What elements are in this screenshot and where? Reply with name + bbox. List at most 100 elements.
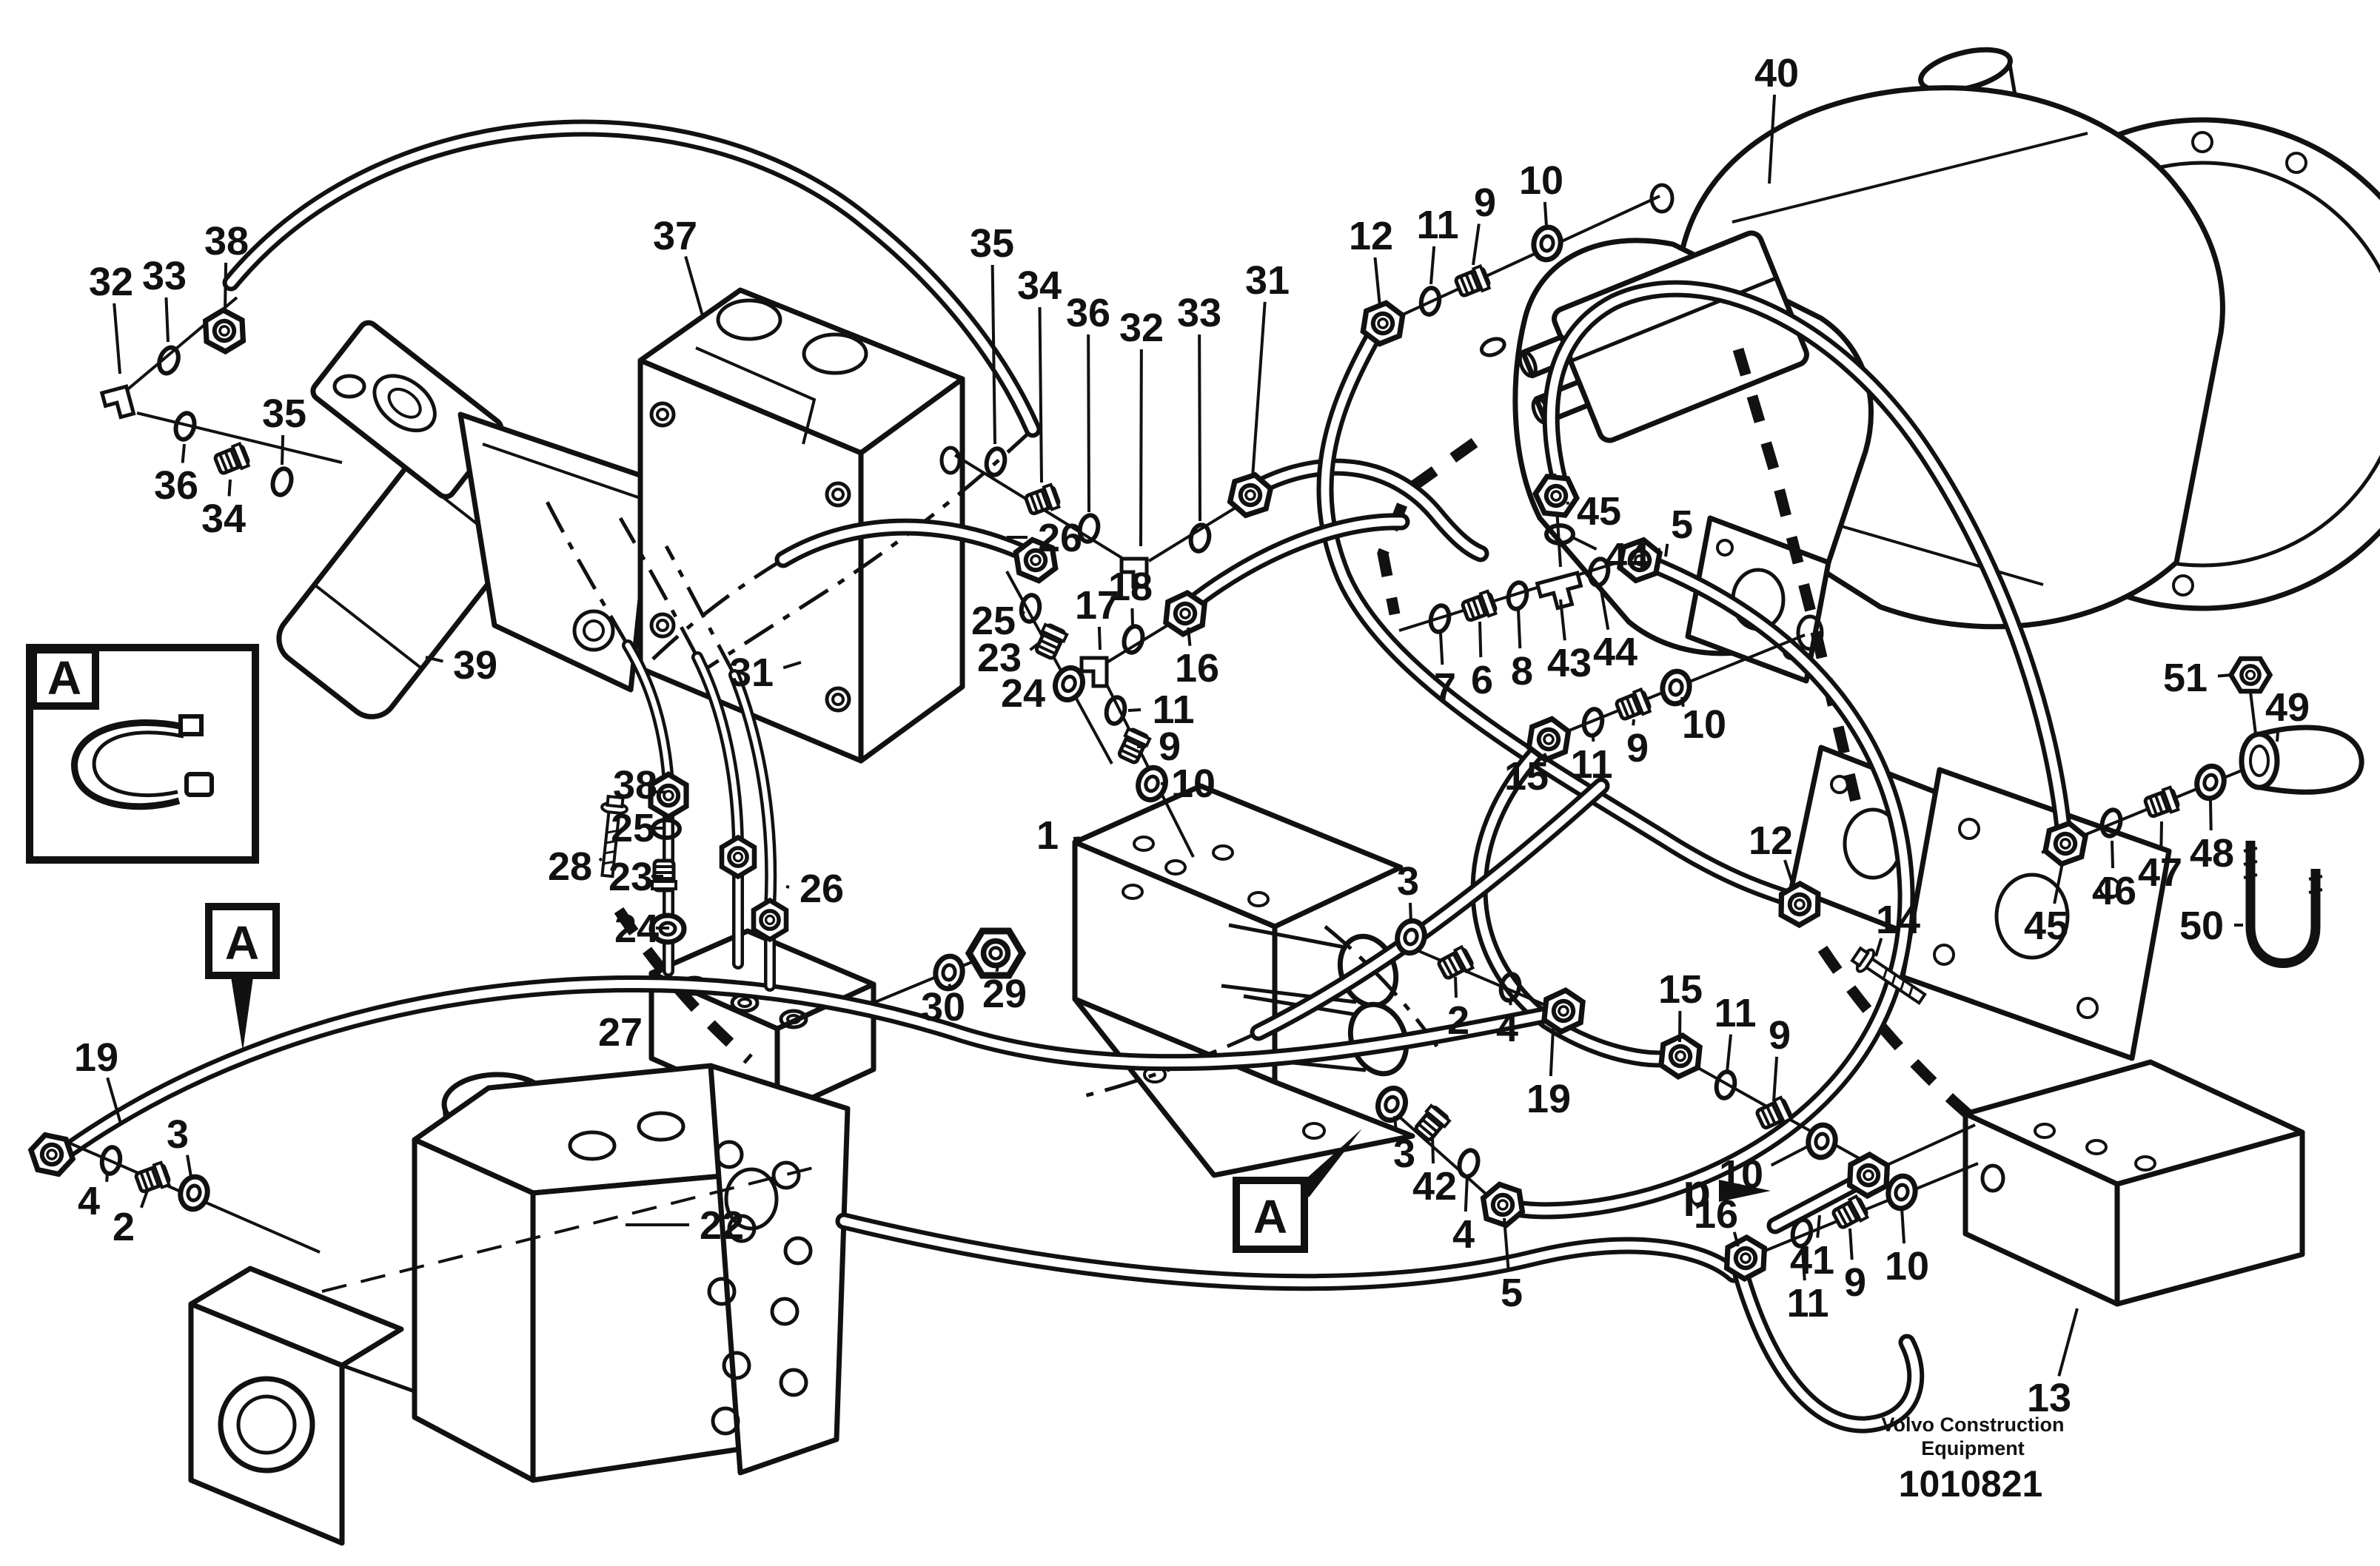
- callout-leader-11: [1726, 1034, 1732, 1072]
- callout-leader-44: [1572, 536, 1598, 551]
- callout-leader-1: [1073, 836, 1080, 840]
- part-callout-15: 15: [1504, 754, 1549, 799]
- callout-leader-16: [1732, 1231, 1740, 1247]
- part-callout-35: 35: [970, 221, 1014, 266]
- hose-nut-5b: [1475, 1177, 1531, 1232]
- part-callout-39: 39: [453, 643, 497, 688]
- callout-leader-3: [186, 1155, 192, 1177]
- part-callout-25: 25: [971, 599, 1016, 643]
- callout-leader-51: [2217, 673, 2232, 678]
- part-callout-14: 14: [1876, 898, 1920, 942]
- part-callout-37: 37: [653, 214, 697, 258]
- callout-leader-6: [1478, 621, 1483, 658]
- part-callout-36: 36: [1066, 291, 1110, 335]
- part-callout-16: 16: [1175, 646, 1219, 690]
- plug-29: [969, 931, 1022, 975]
- part-callout-11: 11: [1416, 203, 1458, 247]
- part-callout-2: 2: [113, 1205, 135, 1249]
- detail-marker-A2: A: [205, 903, 280, 1051]
- callout-leader-4: [1464, 1174, 1469, 1212]
- p-label: p: [1683, 1166, 1711, 1217]
- callout-leader-36: [181, 443, 186, 463]
- part-callout-28: 28: [548, 844, 592, 889]
- pump-solenoid-block: [1479, 230, 1809, 443]
- callout-leader-40: [1768, 94, 1777, 184]
- part-callout-41: 41: [1790, 1238, 1834, 1283]
- part-callout-15: 15: [1658, 967, 1703, 1012]
- callout-leader-43: [1559, 599, 1566, 641]
- part-callout-35: 35: [262, 392, 306, 436]
- oring-33: [156, 345, 182, 376]
- callout-leader-49: [2276, 727, 2280, 742]
- detail-marker-letter: A: [47, 651, 81, 705]
- callout-leader-10: [1770, 1144, 1810, 1167]
- callout-leader-15: [1543, 753, 1549, 759]
- part-callout-3: 3: [1393, 1132, 1415, 1176]
- callout-leader-9: [1848, 1228, 1854, 1260]
- nipple-34: [213, 443, 249, 477]
- part-callout-5: 5: [1501, 1271, 1523, 1315]
- part-callout-10: 10: [1682, 702, 1726, 747]
- callout-leader-10: [1543, 201, 1548, 227]
- callout-leader-12: [1783, 859, 1796, 890]
- nipple-9a: [1454, 266, 1490, 299]
- part-callout-10: 10: [1171, 762, 1216, 806]
- control-valve-22: [188, 1063, 851, 1546]
- port-hole: [939, 446, 962, 475]
- part-callout-11: 11: [1714, 991, 1756, 1035]
- detail-marker-letter: A: [225, 916, 259, 969]
- callout-leader-39: [425, 656, 443, 663]
- part-callout-16: 16: [1694, 1192, 1738, 1237]
- callout-leader-2: [140, 1188, 150, 1209]
- port-hole: [1980, 1163, 2005, 1193]
- part-callout-12: 12: [1749, 819, 1793, 863]
- callout-leader-17: [1097, 626, 1102, 651]
- part-callout-34: 34: [1017, 263, 1062, 308]
- hose-nut-mid: [722, 838, 754, 877]
- callout-leader-11: [1801, 1249, 1806, 1281]
- part-callout-46: 46: [2092, 869, 2136, 913]
- elbow-17: [1082, 658, 1107, 686]
- part-callout-11: 11: [1786, 1281, 1828, 1325]
- oil-filter-39: [276, 320, 656, 719]
- detail-box-corner-label: [30, 646, 99, 710]
- part-callout-24: 24: [614, 907, 659, 951]
- part-callout-32: 32: [1119, 306, 1164, 350]
- callout-leader-42: [1431, 1135, 1435, 1164]
- pressure-port-marker: p: [1683, 1166, 1771, 1217]
- part-callout-9: 9: [1769, 1013, 1791, 1058]
- part-callout-38: 38: [204, 219, 249, 263]
- part-callout-23: 23: [609, 855, 653, 899]
- callout-leader-2: [1454, 976, 1458, 998]
- part-callout-36: 36: [154, 463, 198, 508]
- part-callout-29: 29: [982, 972, 1027, 1016]
- part-callout-45: 45: [2024, 904, 2068, 948]
- part-callout-33: 33: [142, 254, 187, 298]
- callout-leader-37: [684, 255, 705, 319]
- part-callout-11: 11: [1152, 688, 1194, 732]
- pump-port-side: [1796, 614, 1824, 651]
- part-callout-3: 3: [167, 1112, 189, 1157]
- callout-leader-30: [948, 983, 952, 987]
- part-callout-49: 49: [2265, 685, 2310, 730]
- part-callout-10: 10: [1519, 158, 1563, 203]
- callout-leader-14: [1874, 938, 1883, 957]
- part-callout-27: 27: [598, 1010, 643, 1055]
- washer-48: [2193, 763, 2228, 802]
- part-callout-26: 26: [800, 867, 844, 911]
- oring-18: [1122, 625, 1145, 655]
- callout-leader-45: [2053, 862, 2064, 904]
- callout-leader-3: [1409, 902, 1412, 924]
- valve-block-13: [1962, 1059, 2305, 1307]
- part-callout-44: 44: [1605, 535, 1649, 579]
- clip-21: [184, 772, 214, 797]
- callout-leader-35: [990, 264, 996, 445]
- callout-leader-9: [1632, 719, 1635, 726]
- callout-leader-32: [113, 303, 121, 374]
- nipple-9b: [1615, 689, 1651, 722]
- part-callout-13: 13: [2027, 1376, 2071, 1420]
- part-callout-32: 32: [89, 260, 133, 304]
- part-callout-42: 42: [1412, 1164, 1457, 1209]
- p-arrow: [1719, 1180, 1771, 1202]
